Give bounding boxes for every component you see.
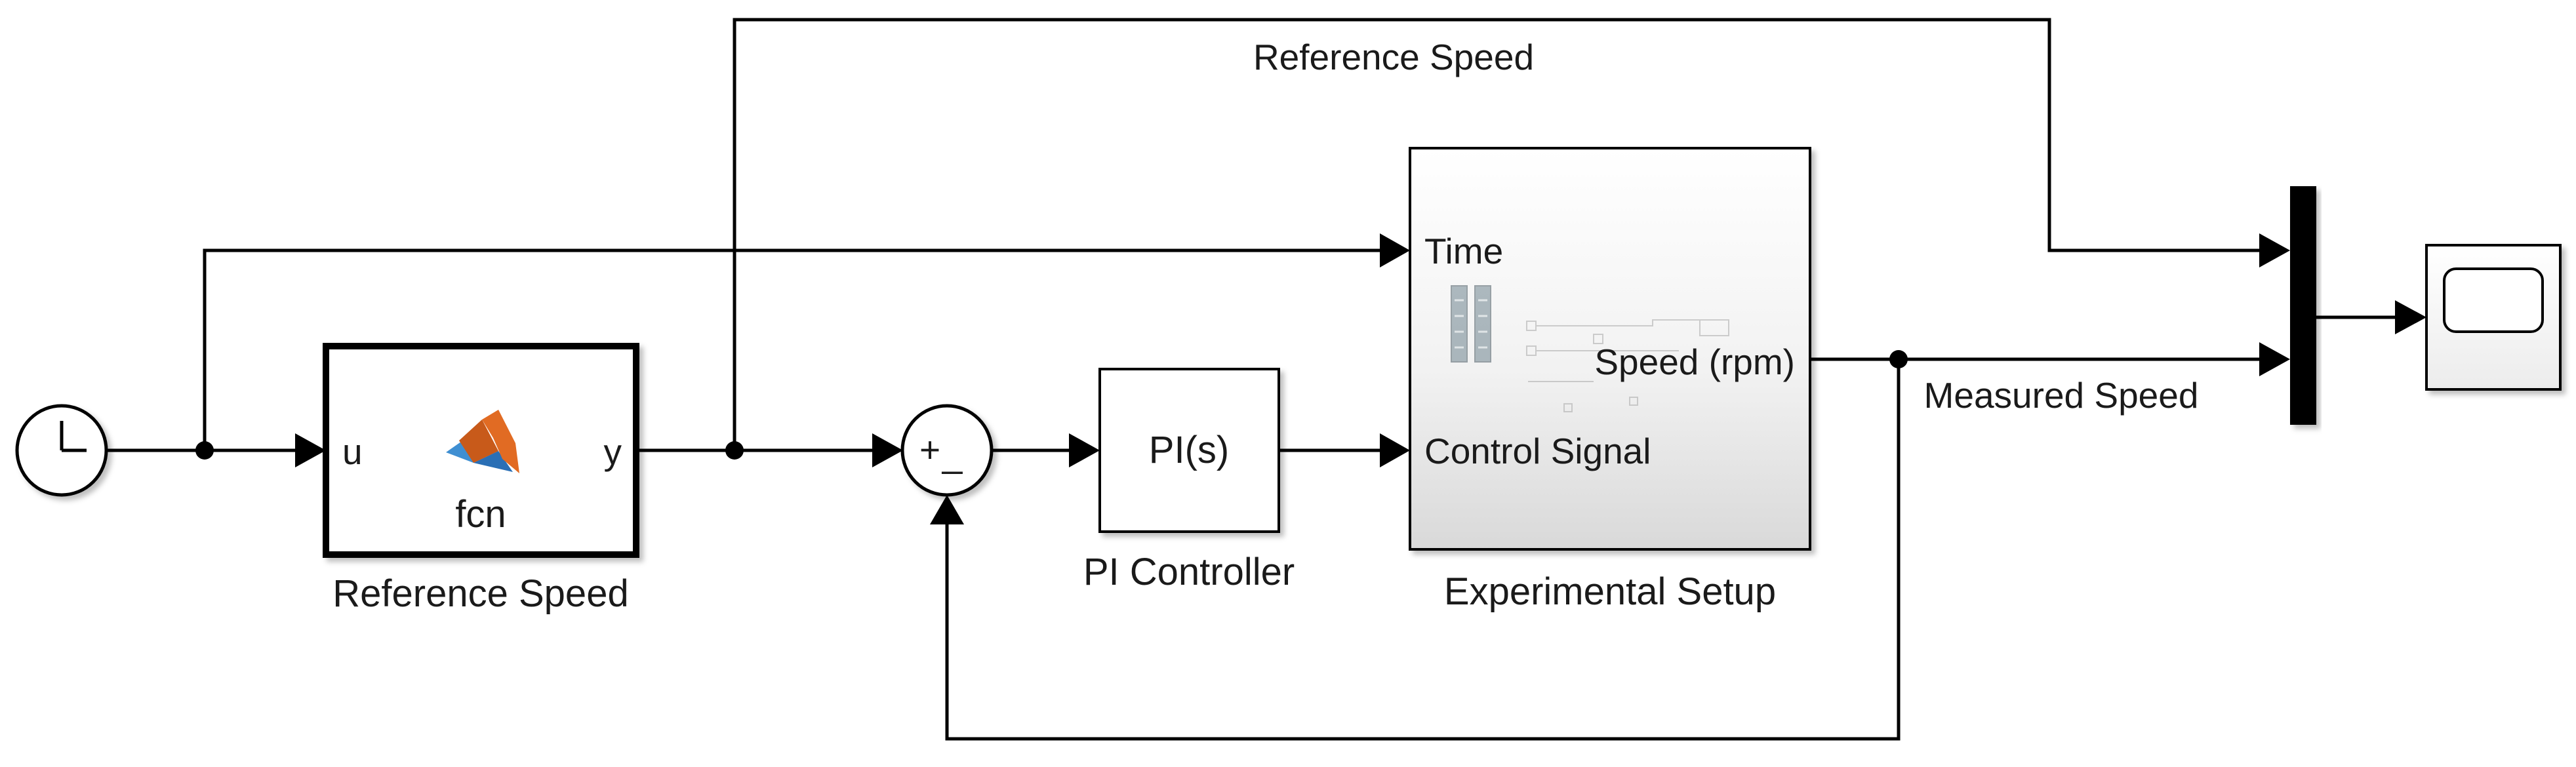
sum-plus-sign: + <box>919 429 940 470</box>
arrow-mux-input-2 <box>2259 342 2290 376</box>
matlab-function-block[interactable]: u y fcn <box>323 343 639 558</box>
experimental-setup-name: Experimental Setup <box>1444 570 1776 613</box>
arrow-mux-input-1 <box>2259 233 2290 267</box>
branch-point-reference <box>725 441 744 460</box>
sum-block[interactable]: + _ <box>900 404 994 497</box>
wire-time[interactable] <box>203 248 1380 450</box>
fcn-function-name: fcn <box>455 493 506 536</box>
wire-reference-speed[interactable] <box>733 18 2259 450</box>
scope-screen-icon <box>2443 267 2544 333</box>
clock-block[interactable] <box>15 404 108 497</box>
setup-control-port-label: Control Signal <box>1424 431 1651 471</box>
arrow-sum-input <box>872 433 903 467</box>
sum-minus-sign: _ <box>942 434 963 475</box>
clock-icon <box>60 421 87 452</box>
branch-point-measured <box>1889 350 1908 368</box>
branch-point-clock <box>195 441 214 460</box>
fcn-output-port-label: y <box>604 431 622 472</box>
setup-time-port-label: Time <box>1424 231 1503 271</box>
mux-block[interactable] <box>2290 186 2316 425</box>
experimental-setup-subsystem[interactable]: Time Control Signal Speed (rpm) <box>1409 147 1811 551</box>
signal-lines <box>106 18 2426 741</box>
signal-label-reference-speed[interactable]: Reference Speed <box>1253 37 1534 77</box>
arrow-time-input <box>1380 233 1410 267</box>
fcn-input-port-label: u <box>342 431 363 472</box>
pi-controller-name: PI Controller <box>1083 551 1295 593</box>
setup-speed-port-label: Speed (rpm) <box>1594 342 1795 382</box>
fcn-block-name: Reference Speed <box>332 572 628 615</box>
subsystem-preview-icon <box>1451 285 1729 412</box>
wire-feedback[interactable] <box>945 359 1901 741</box>
scope-block[interactable] <box>2425 244 2562 391</box>
arrow-sum-feedback <box>930 495 964 524</box>
arrow-pi-input <box>1069 433 1100 467</box>
matlab-logo-icon <box>446 410 519 473</box>
pi-controller-content: PI(s) <box>1149 429 1229 471</box>
pi-controller-block[interactable]: PI(s) <box>1098 368 1280 533</box>
signal-label-measured-speed[interactable]: Measured Speed <box>1924 375 2199 416</box>
arrow-control-input <box>1380 433 1410 467</box>
arrow-scope-input <box>2395 300 2426 334</box>
arrow-fcn-input <box>295 433 326 467</box>
